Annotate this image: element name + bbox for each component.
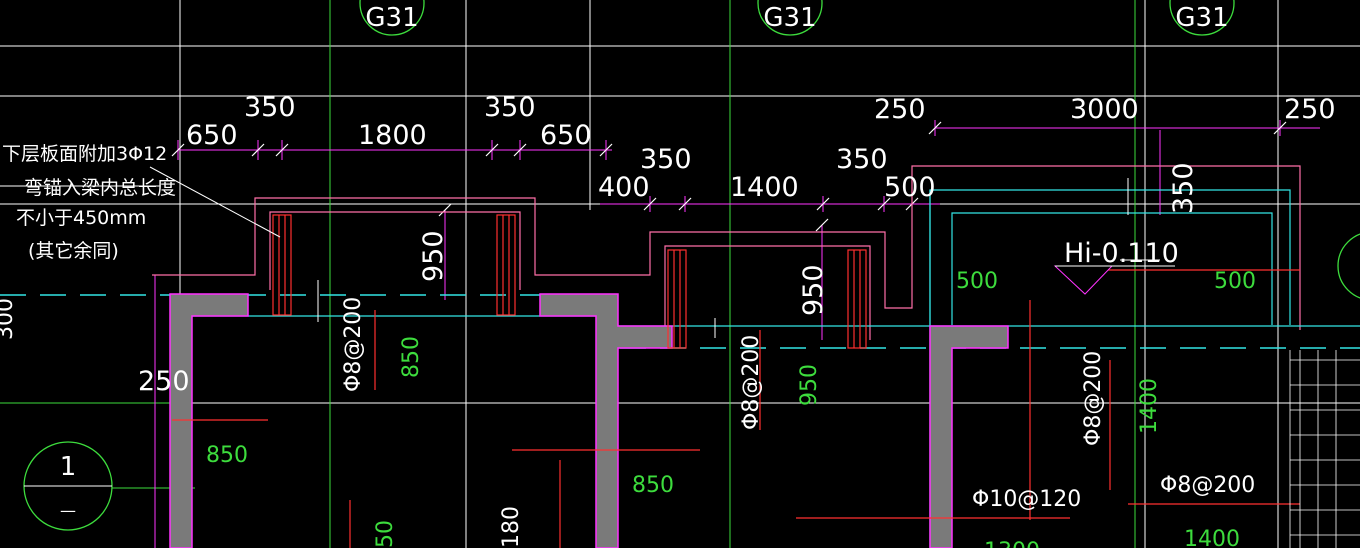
dim-1400: 1400	[730, 172, 799, 203]
level-mark: Hi-0.110	[1064, 238, 1179, 269]
misc-white-lines	[0, 166, 1175, 338]
note-line-1: 下层板面附加3Φ12	[2, 143, 167, 165]
rebar-label-left: Φ8@200	[341, 297, 366, 392]
dim-650-right: 650	[540, 120, 592, 151]
axis-bubble-label: G31	[763, 3, 816, 33]
axis-bubble-3: G31	[1169, 0, 1235, 36]
dim-950-b: 950	[798, 264, 829, 316]
dim-3000: 3000	[1070, 94, 1139, 125]
rebar-label-bottom-middle: Φ10@120	[972, 487, 1081, 512]
rebar-label-bottom-right: Φ8@200	[1160, 473, 1255, 498]
note-line-2: 弯锚入梁内总长度	[24, 177, 176, 199]
rebar-lines	[172, 214, 1300, 548]
axis-bubble-partial	[1337, 233, 1360, 299]
dim-250-top: 250	[874, 94, 926, 125]
dim-1800: 1800	[358, 120, 427, 151]
green-dimension-texts: 850 850 850 950 500 500 1400 1400 50 130…	[206, 269, 1256, 548]
green-500-a: 500	[956, 269, 998, 294]
dim-950-a: 950	[418, 230, 449, 282]
rebar-label-right: Φ8@200	[1081, 351, 1106, 446]
note-line-3: 不小于450mm	[16, 207, 146, 229]
dim-500: 500	[884, 172, 936, 203]
axis-bubble-1: G31	[359, 0, 425, 36]
partial-180: 180	[499, 506, 524, 548]
section-mark: 1 —	[23, 441, 195, 531]
dimension-texts: 650 350 1800 350 650 350 400 1400 350 50…	[138, 92, 1336, 397]
section-suffix: —	[60, 501, 76, 520]
green-850-c: 850	[399, 336, 424, 378]
right-edge-grid	[1289, 350, 1360, 548]
dim-350-left: 350	[244, 92, 296, 123]
dim-350-b: 350	[640, 144, 692, 175]
green-50: 50	[373, 520, 398, 548]
rebar-callouts: Φ8@200 Φ8@200 Φ8@200 Φ8@200 Φ10@120	[341, 297, 1255, 512]
green-1400-a: 1400	[1137, 378, 1162, 434]
green-950: 950	[797, 364, 822, 406]
partial-300: 300	[0, 298, 18, 340]
rebar-label-middle: Φ8@200	[739, 335, 764, 430]
note-line-4: (其它余同)	[28, 240, 119, 262]
axis-bubble-label: G31	[1175, 3, 1228, 33]
green-axis-lines	[0, 0, 1136, 548]
green-1400-b: 1400	[1184, 527, 1240, 548]
section-number: 1	[60, 452, 77, 482]
dim-250-right: 250	[1284, 94, 1336, 125]
dimension-ticks	[171, 121, 1287, 232]
dim-350-c: 350	[836, 144, 888, 175]
walls	[169, 293, 1009, 548]
slab-outline	[152, 165, 1301, 340]
green-500-b: 500	[1214, 269, 1256, 294]
dim-350-mid: 350	[484, 92, 536, 123]
green-850-a: 850	[206, 443, 248, 468]
green-850-b: 850	[632, 473, 674, 498]
dim-650-left: 650	[186, 120, 238, 151]
green-1300: 1300	[984, 539, 1040, 548]
axis-bubble-2: G31	[757, 0, 823, 36]
edge-partial-texts: 300 180	[0, 298, 524, 548]
axis-bubble-label: G31	[365, 3, 418, 33]
reinforcement-note: 下层板面附加3Φ12 弯锚入梁内总长度 不小于450mm (其它余同)	[2, 143, 176, 262]
dim-400: 400	[598, 172, 650, 203]
dim-250-left: 250	[138, 366, 190, 397]
dim-350-right: 350	[1168, 162, 1199, 214]
